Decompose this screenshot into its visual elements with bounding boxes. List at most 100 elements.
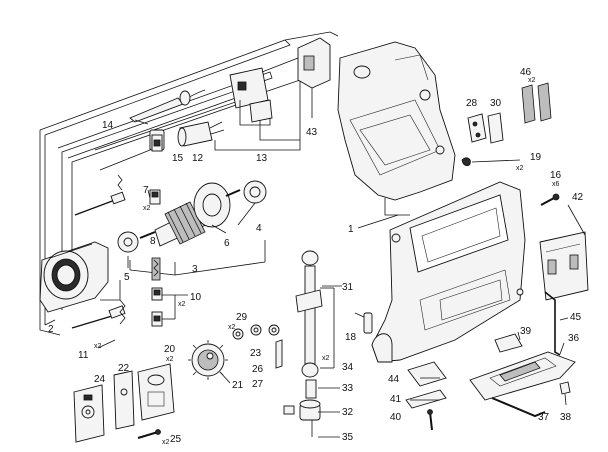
- callout-34: 34: [342, 362, 354, 373]
- part-6-armature: [139, 182, 241, 247]
- qty-34: x2: [322, 355, 330, 362]
- part-39-block: [494, 333, 523, 353]
- qty-10: x2: [178, 301, 186, 308]
- callout-30: 30: [490, 98, 502, 109]
- callout-36: 36: [568, 333, 580, 344]
- part-23-washer: [250, 324, 262, 336]
- qty-16: x6: [552, 181, 560, 188]
- callout-38: 38: [560, 412, 572, 423]
- part-22-plate: [113, 370, 135, 430]
- qty-19: x2: [516, 165, 524, 172]
- part-18-pin: [363, 312, 373, 334]
- callout-40: 40: [390, 412, 402, 423]
- callout-24: 24: [94, 374, 106, 385]
- part-31-plunger: [295, 250, 335, 378]
- callout-41: 41: [390, 394, 402, 405]
- part-41-clamp: [405, 389, 447, 409]
- qty-46: x2: [528, 77, 536, 84]
- callout-31: 31: [342, 282, 354, 293]
- part-30-brush: [487, 112, 504, 144]
- callout-43: 43: [306, 127, 318, 138]
- callout-15: 15: [172, 153, 184, 164]
- part-14-power-cable: [129, 89, 206, 123]
- qty-11: x2: [94, 343, 102, 350]
- callout-29: 29: [236, 312, 248, 323]
- callout-5: 5: [124, 272, 130, 283]
- part-4-bearing: [243, 180, 267, 204]
- part-36-base-plate: [469, 351, 576, 401]
- callout-28: 28: [466, 98, 478, 109]
- callout-22: 22: [118, 363, 130, 374]
- part-24-housing-plate: [73, 384, 105, 443]
- callout-39: 39: [520, 326, 532, 337]
- part-33-pin: [305, 379, 317, 399]
- callout-3: 3: [192, 264, 198, 275]
- qty-25: x2: [162, 439, 170, 446]
- callout-27: 27: [252, 379, 264, 390]
- part-21-gear: [188, 340, 228, 380]
- callout-2: 2: [48, 324, 54, 335]
- part-27-pin: [275, 339, 283, 369]
- part-10-brush-holders: [151, 287, 163, 327]
- callout-33: 33: [342, 383, 354, 394]
- callout-1: 1: [348, 224, 354, 235]
- part-25-screw: [137, 429, 161, 439]
- callout-labels: 1 2 3 4 5 6 7 8 10 11 12 13 14 15 16 18 …: [48, 67, 584, 445]
- quantity-labels: x2 x2 x6 x2 x2 x2 x2 x2 x2 x2: [94, 77, 560, 446]
- callout-37: 37: [538, 412, 550, 423]
- callout-12: 12: [192, 153, 204, 164]
- callout-11: 11: [78, 350, 89, 361]
- qty-7: x2: [143, 205, 151, 212]
- part-8-brush-holder: [149, 189, 161, 205]
- part-42-blade-guard: [539, 231, 589, 301]
- part-29-washer: [232, 328, 244, 340]
- part-43-bracket: [297, 37, 331, 118]
- callout-16: 16: [550, 170, 562, 181]
- callout-19: 19: [530, 152, 542, 163]
- callout-21: 21: [232, 380, 244, 391]
- part-38-clip: [559, 381, 571, 395]
- leader-lines: [44, 119, 586, 438]
- callout-26: 26: [252, 364, 264, 375]
- callout-7: 7: [143, 185, 149, 196]
- part-20-plate: [137, 363, 175, 421]
- part-9-brush-holder-top: [151, 134, 163, 152]
- callout-14: 14: [102, 120, 114, 131]
- part-40-screw: [427, 409, 433, 431]
- part-7-brush: [151, 257, 161, 281]
- lead-wire: [74, 174, 126, 216]
- callout-46: 46: [520, 67, 532, 78]
- part-28-plate: [467, 113, 487, 143]
- callout-25: 25: [170, 434, 182, 445]
- qty-20: x2: [166, 356, 174, 363]
- callout-44: 44: [388, 374, 400, 385]
- part-2-stator: [39, 241, 109, 313]
- callout-8: 8: [150, 236, 156, 247]
- part-26-washer: [268, 324, 280, 336]
- callout-32: 32: [342, 407, 354, 418]
- part-35-screw: [283, 405, 295, 415]
- callout-42: 42: [572, 192, 584, 203]
- callout-20: 20: [164, 344, 176, 355]
- qty-29: x2: [228, 324, 236, 331]
- callout-23: 23: [250, 348, 262, 359]
- callout-4: 4: [256, 223, 262, 234]
- part-45-hex-key: [544, 291, 561, 356]
- callout-6: 6: [224, 238, 230, 249]
- part-44-plate: [407, 361, 447, 387]
- part-13-switch: [229, 57, 299, 126]
- callout-13: 13: [256, 153, 268, 164]
- part-5-bearing: [117, 231, 139, 253]
- part-32-bushing: [299, 399, 321, 421]
- callout-18: 18: [345, 332, 357, 343]
- callout-35: 35: [342, 432, 354, 443]
- callout-10: 10: [190, 292, 202, 303]
- callout-45: 45: [570, 312, 582, 323]
- part-19-clip: [461, 157, 521, 167]
- part-12-capacitor: [177, 121, 225, 147]
- part-1-housing-half: [337, 41, 456, 216]
- part-11-leads: [71, 299, 126, 329]
- main-body-housing: [371, 181, 526, 363]
